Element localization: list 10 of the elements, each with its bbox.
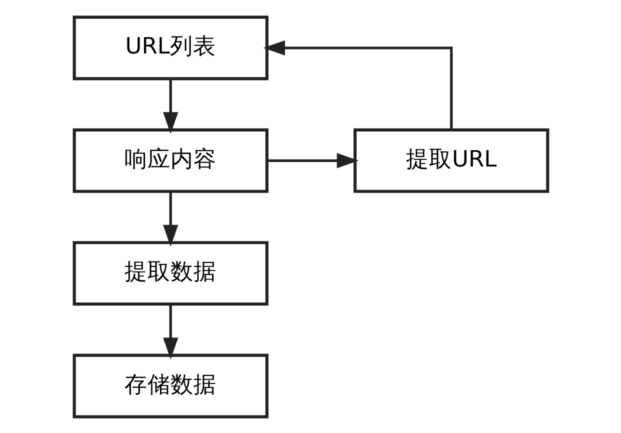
arrow bbox=[162, 304, 178, 359]
arrow bbox=[162, 78, 178, 134]
node-box: 提取数据 bbox=[72, 240, 268, 306]
node-box: 响应内容 bbox=[72, 128, 268, 192]
node-box: 提取URL bbox=[353, 128, 549, 192]
node-box: URL列表 bbox=[72, 15, 268, 80]
node-box: 存储数据 bbox=[72, 353, 268, 418]
arrow bbox=[266, 152, 358, 168]
arrow bbox=[162, 190, 178, 246]
arrow bbox=[262, 40, 452, 130]
